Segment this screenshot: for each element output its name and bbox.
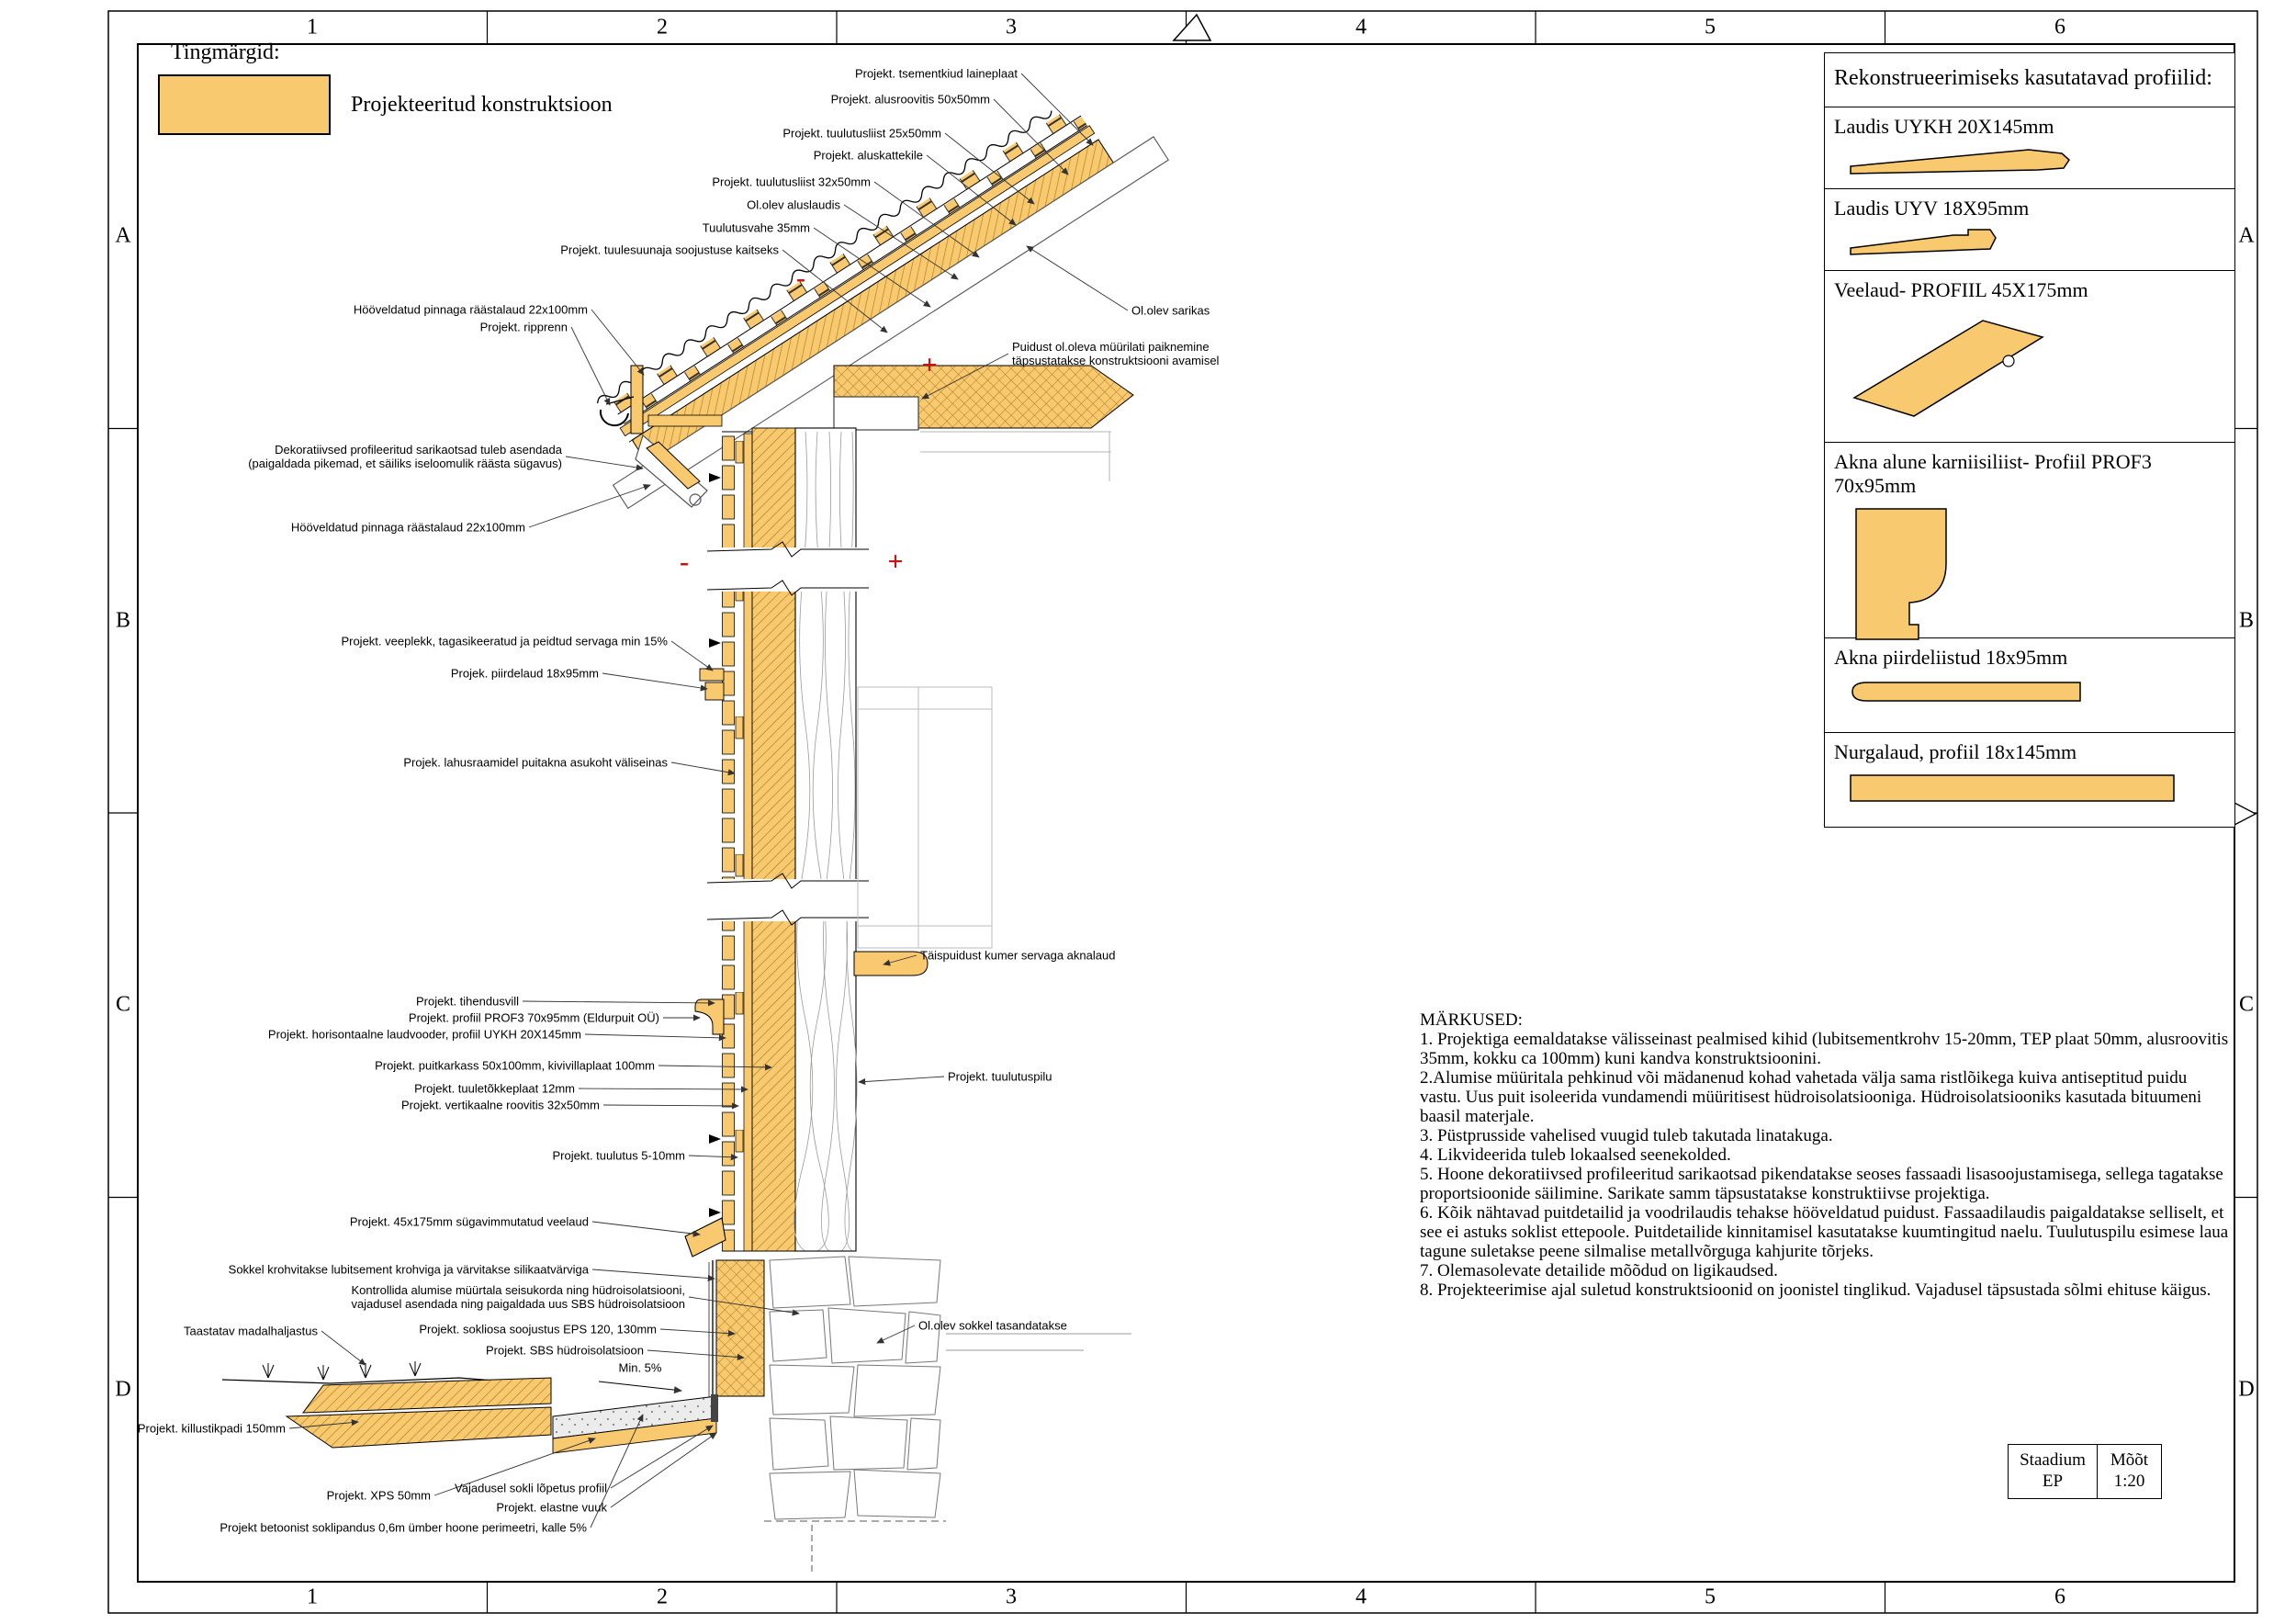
profile-row: Akna piirdeliistud 18x95mm [1825, 637, 2234, 732]
stage-label: Staadium [2020, 1450, 2086, 1470]
grid-row-label: D [115, 1377, 131, 1402]
grid-col-label: 2 [657, 15, 668, 39]
grid-col-label: 2 [657, 1585, 668, 1609]
note-item: 8. Projekteerimise ajal suletud konstruk… [1420, 1280, 2212, 1300]
grid-col-label: 3 [1006, 1585, 1017, 1609]
grid-col-label: 1 [307, 1585, 318, 1609]
grid-row-label: A [2238, 223, 2255, 248]
revision-triangle-icon [1172, 13, 1212, 41]
profile-row: Veelaud- PROFIIL 45X175mm [1825, 270, 2234, 442]
note-item: 2.Alumise müüritala pehkinud või mädanen… [1420, 1068, 2202, 1126]
grid-row-label: C [115, 992, 131, 1017]
legend-swatch [158, 74, 331, 135]
legend-swatch-label: Projekteeritud konstruktsioon [351, 92, 613, 117]
profile-shape-veelaud [1852, 320, 2044, 417]
note-item: 4. Likvideerida tuleb lokaalsed seenekol… [1420, 1145, 1731, 1165]
profile-shape-laudis-uyv [1850, 229, 1997, 255]
note-item: 5. Hoone dekoratiivsed profileeritud sar… [1420, 1165, 2223, 1203]
profile-row: Laudis UYV 18X95mm [1825, 188, 2234, 270]
scale-value: 1:20 [2113, 1472, 2145, 1491]
profiles-panel: Rekonstrueerimiseks kasutatavad profiili… [1824, 52, 2235, 828]
grid-row-label: B [115, 608, 131, 633]
grid-col-label: 5 [1705, 1585, 1716, 1609]
notes-title: MÄRKUSED: [1420, 1010, 1523, 1030]
profile-label: Akna alune karniisiliist- Profiil PROF3 … [1834, 450, 2152, 497]
profile-shape-nurgalaud [1850, 774, 2175, 802]
profile-row: Akna alune karniisiliist- Profiil PROF3 … [1825, 442, 2234, 640]
profile-shape-laudis-uykh [1850, 149, 2070, 175]
note-item: 1. Projektiga eemaldatakse välisseinast … [1420, 1030, 2229, 1068]
scale-cell: Mõõt 1:20 [2097, 1445, 2161, 1498]
grid-col-label: 4 [1356, 15, 1367, 39]
grid-row-label: B [2238, 608, 2255, 633]
profile-row: Nurgalaud, profiil 18x145mm [1825, 732, 2234, 827]
stage-value: EP [2042, 1472, 2064, 1491]
leader-layer [288, 73, 1129, 1528]
notes-block: MÄRKUSED: 1. Projektiga eemaldatakse väl… [1420, 1010, 2232, 1300]
profile-shape-piirdeliist [1851, 682, 2081, 702]
section-detail [221, 105, 1169, 1574]
note-item: 7. Olemasolevate detailide mõõdud on lig… [1420, 1261, 1778, 1280]
stage-cell: Staadium EP [2009, 1445, 2097, 1498]
profile-row: Laudis UYKH 20X145mm [1825, 107, 2234, 188]
grid-col-label: 5 [1705, 15, 1716, 39]
grid-col-label: 1 [307, 15, 318, 39]
stage-scale-stamp: Staadium EP Mõõt 1:20 [2008, 1444, 2162, 1499]
grid-col-label: 3 [1006, 15, 1017, 39]
profile-label: Laudis UYV 18X95mm [1834, 197, 2030, 220]
profile-label: Nurgalaud, profiil 18x145mm [1834, 740, 2077, 763]
profile-label: Veelaud- PROFIIL 45X175mm [1834, 278, 2088, 301]
grid-col-label: 6 [2054, 15, 2065, 39]
profiles-panel-title: Rekonstrueerimiseks kasutatavad profiili… [1834, 66, 2212, 90]
grid-col-label: 6 [2054, 1585, 2065, 1609]
grid-row-label: A [115, 223, 131, 248]
note-item: 3. Püstprusside vahelised vuugid tuleb t… [1420, 1126, 1833, 1145]
profile-label: Akna piirdeliistud 18x95mm [1834, 646, 2068, 669]
grid-row-label: D [2238, 1377, 2255, 1402]
grid-row-label: C [2238, 992, 2255, 1017]
scale-label: Mõõt [2110, 1450, 2149, 1470]
grid-col-label: 4 [1356, 1585, 1367, 1609]
legend: Tingmärgid: Projekteeritud konstruktsioo… [158, 40, 613, 135]
legend-title: Tingmärgid: [171, 40, 280, 64]
profile-label: Laudis UYKH 20X145mm [1834, 115, 2054, 138]
note-item: 6. Kõik nähtavad puitdetailid ja voodril… [1420, 1203, 2229, 1261]
profile-shape-prof3 [1855, 508, 1947, 640]
